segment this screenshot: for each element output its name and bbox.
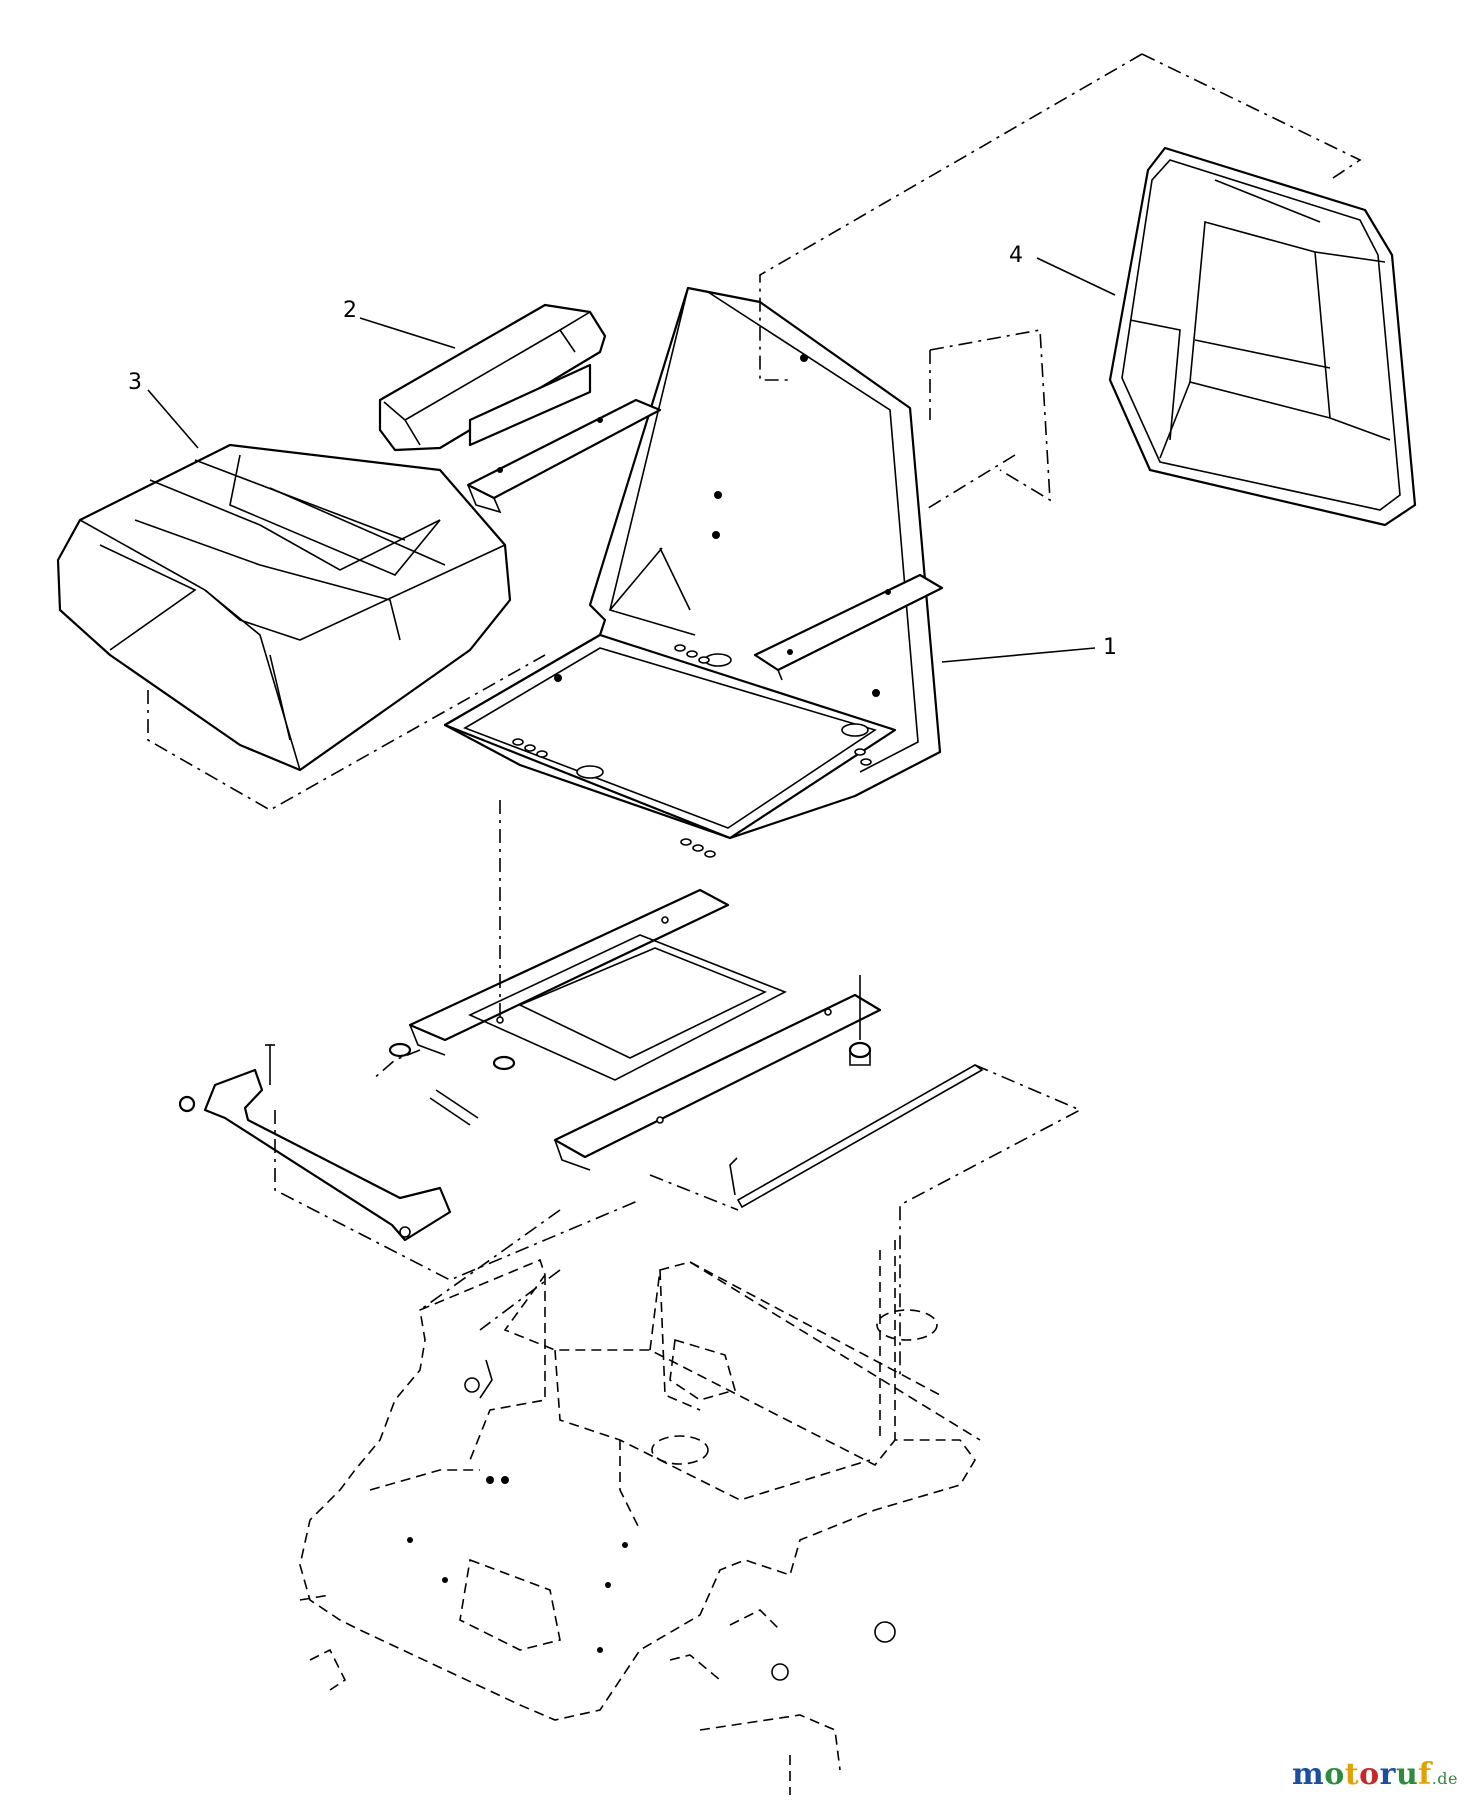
armrest-pad bbox=[378, 303, 607, 473]
watermark-brand: motoruf bbox=[1292, 1757, 1432, 1792]
watermark-letter: m bbox=[1292, 1757, 1325, 1792]
callout-labels: 1 2 3 4 bbox=[128, 243, 1117, 660]
watermark-letter: o bbox=[1324, 1757, 1345, 1792]
watermark-letter: o bbox=[1359, 1757, 1380, 1792]
pivot-bracket bbox=[178, 1044, 452, 1242]
watermark-letter: t bbox=[1344, 1757, 1360, 1792]
watermark-letter: u bbox=[1395, 1757, 1419, 1792]
seat-pan-frame bbox=[443, 286, 944, 858]
callout-2: 2 bbox=[343, 298, 357, 323]
backrest-cushion bbox=[1108, 146, 1417, 527]
tractor-chassis-outline bbox=[299, 1240, 981, 1795]
assembly-centerlines bbox=[147, 53, 1362, 1380]
callout-leaders bbox=[147, 257, 1116, 663]
seat-cushion bbox=[56, 443, 512, 772]
watermark-letter: r bbox=[1379, 1757, 1396, 1792]
watermark-logo: motoruf.de bbox=[1292, 1757, 1458, 1792]
callout-4: 4 bbox=[1009, 243, 1023, 268]
seat-slide-rails bbox=[388, 888, 882, 1171]
watermark-letter: f bbox=[1418, 1757, 1432, 1792]
watermark-suffix: .de bbox=[1431, 1769, 1458, 1788]
callout-1: 1 bbox=[1103, 635, 1117, 660]
callout-3: 3 bbox=[128, 370, 142, 395]
spring-rod bbox=[729, 1064, 984, 1209]
